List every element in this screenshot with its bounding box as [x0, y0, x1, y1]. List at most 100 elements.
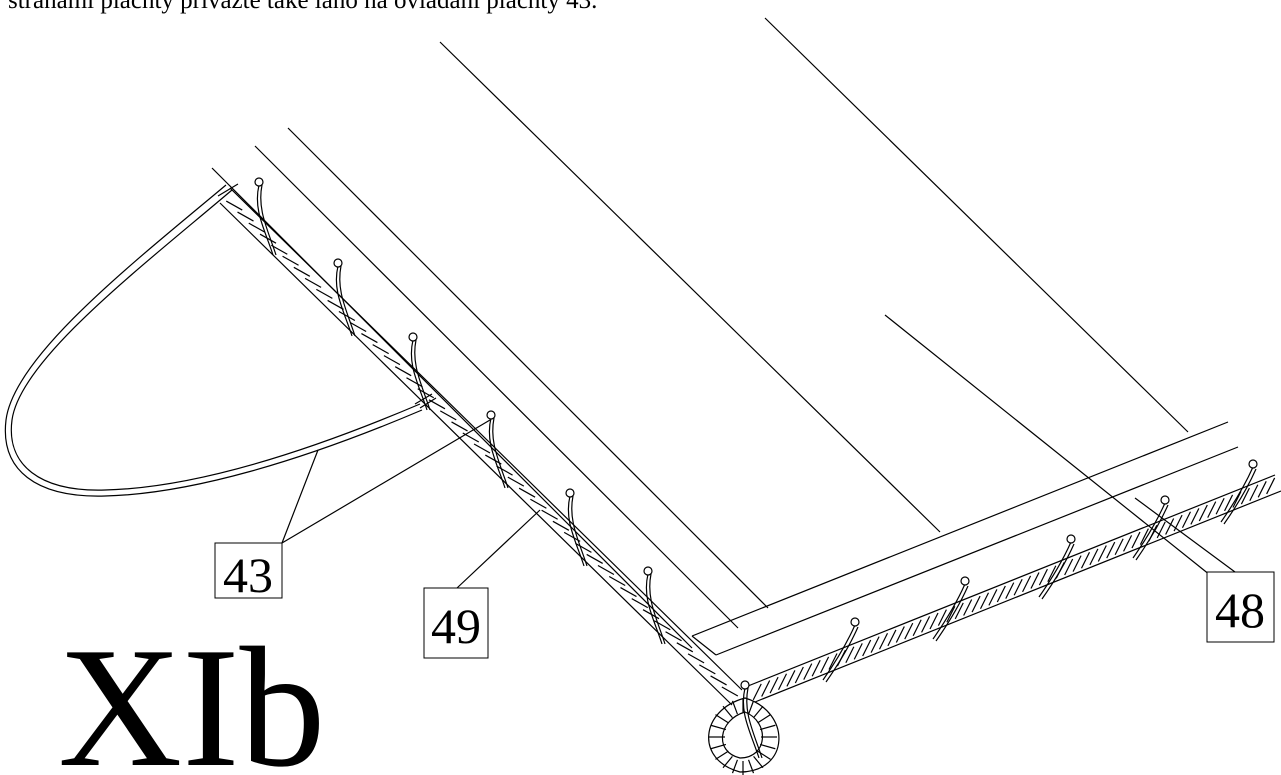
hatch-stroke	[1030, 572, 1040, 589]
tie-string	[1135, 504, 1169, 561]
hatch-stroke	[338, 310, 356, 322]
hatch-stroke	[271, 244, 288, 255]
hatch-stroke	[971, 595, 981, 613]
tie-string	[488, 417, 506, 489]
leader-line-43	[281, 449, 319, 544]
hatch-stroke	[383, 355, 401, 366]
hatch-stroke	[759, 724, 776, 731]
hatch-stroke	[282, 255, 299, 266]
boom-line	[691, 635, 717, 656]
hatch-stroke	[372, 344, 389, 355]
hatch-stroke	[1005, 582, 1015, 599]
hatch-stroke	[722, 705, 733, 718]
hatch-stroke	[721, 686, 739, 697]
tie-knob	[565, 488, 575, 498]
hatch-stroke	[731, 759, 739, 774]
hatch-stroke	[518, 487, 536, 498]
hatch-stroke	[1139, 528, 1149, 545]
hatch-stroke	[803, 663, 813, 680]
luff-rope-edge	[229, 187, 743, 691]
hatch-stroke	[1080, 551, 1091, 569]
tie-string	[414, 339, 431, 411]
hatch-stroke	[530, 498, 547, 509]
caption-text: stranami plachty přivažte také lano na o…	[8, 0, 598, 14]
boom-line	[715, 446, 1239, 656]
hatch-stroke	[327, 299, 344, 310]
callout-49-label: 49	[431, 598, 481, 654]
tie-knob	[254, 177, 264, 187]
callout-48: 48	[1206, 571, 1275, 643]
hatch-stroke	[631, 598, 649, 609]
hatch-stroke	[1198, 504, 1208, 522]
hatch-stroke	[394, 366, 412, 377]
callout-43: 43	[214, 542, 283, 603]
hatch-stroke	[473, 443, 491, 454]
hatch-stroke	[710, 675, 727, 686]
tie-string	[1220, 466, 1254, 523]
hatch-stroke	[1022, 575, 1032, 593]
hatch-stroke	[1240, 487, 1250, 505]
hatch-stroke	[608, 576, 626, 587]
hatch-stroke	[845, 646, 855, 664]
leader-line-43	[281, 419, 491, 544]
sail-seam-line	[287, 127, 769, 609]
tie-string	[1038, 541, 1072, 598]
hatch-stroke	[1165, 518, 1175, 535]
tie-knob	[408, 332, 418, 342]
hatch-stroke	[963, 599, 973, 616]
hatch-stroke	[439, 410, 457, 421]
sail-seam-line	[211, 167, 693, 649]
grommet-hatching	[709, 699, 777, 775]
hatch-stroke	[676, 642, 694, 653]
tie-string	[825, 626, 859, 683]
tie-string	[932, 583, 966, 640]
hatch-stroke	[1038, 568, 1048, 586]
hatch-stroke	[988, 589, 998, 606]
tie-knob	[740, 680, 750, 690]
hatch-stroke	[1114, 538, 1124, 555]
hatch-stroke	[710, 743, 727, 750]
hatch-stroke	[1106, 541, 1116, 559]
luff-rope-edge	[219, 202, 733, 706]
tie-string	[649, 573, 666, 645]
hatch-stroke	[887, 629, 897, 647]
hatch-stroke	[1064, 558, 1074, 576]
hatch-stroke	[304, 277, 322, 288]
hatch-stroke	[747, 700, 755, 715]
hatch-stroke	[870, 636, 880, 653]
hatch-stroke	[1249, 484, 1259, 501]
hatch-stroke	[259, 233, 277, 244]
hatch-stroke	[946, 605, 956, 623]
tie-string	[822, 624, 856, 681]
hatch-stroke	[507, 476, 525, 487]
hatch-stroke	[451, 421, 468, 432]
hatch-stroke	[496, 465, 513, 476]
sail-seam-line	[254, 145, 739, 629]
callout-49: 49	[423, 587, 489, 659]
boom-line	[691, 421, 1229, 637]
hatch-stroke	[777, 673, 788, 691]
sail-seam-line	[884, 314, 1211, 576]
hatch-stroke	[929, 612, 939, 630]
tie-string	[935, 585, 969, 642]
hatch-stroke	[1190, 508, 1200, 525]
hatch-stroke	[1266, 477, 1276, 495]
hatch-stroke	[979, 592, 990, 610]
hatch-stroke	[820, 656, 830, 674]
hatch-stroke	[1156, 521, 1166, 539]
tie-string	[746, 687, 763, 759]
hatch-stroke	[237, 211, 254, 222]
tie-string	[742, 687, 760, 759]
hatch-stroke	[1215, 497, 1225, 515]
hatch-stroke	[921, 616, 931, 633]
hatch-stroke	[1089, 548, 1099, 566]
hatch-stroke	[752, 683, 762, 701]
hatch-stroke	[1173, 514, 1183, 532]
sail-ties	[254, 177, 1258, 759]
tie-knob	[960, 576, 970, 586]
sail-seam-line	[764, 17, 1189, 433]
hatch-stroke	[759, 743, 776, 750]
hatch-stroke	[1123, 535, 1133, 552]
hatch-stroke	[1207, 501, 1217, 518]
tack-grommet	[708, 697, 780, 773]
